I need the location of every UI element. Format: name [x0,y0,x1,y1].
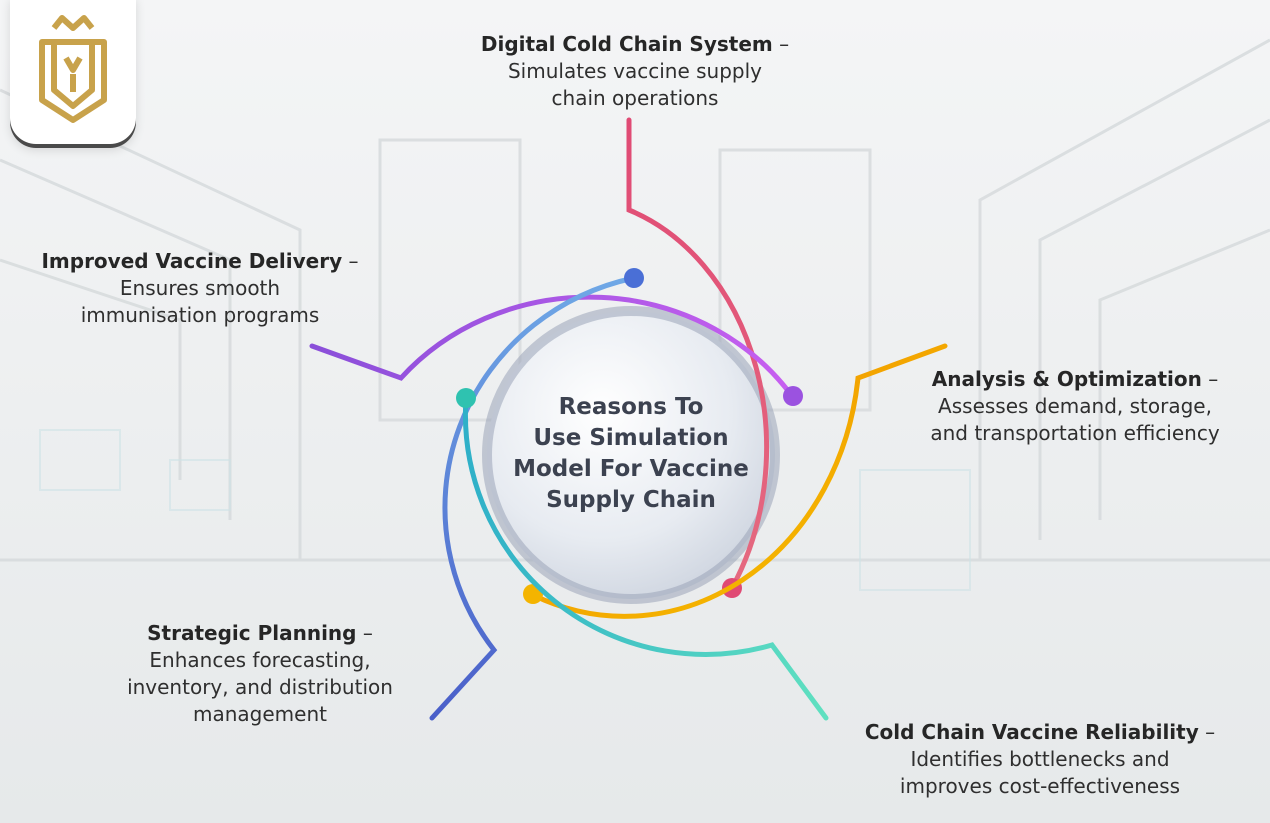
center-circle [482,306,780,604]
arc-strategic-planning [429,275,637,721]
label-cold-chain-reliability: Cold Chain Vaccine Reliability – Identif… [840,719,1240,800]
label-separator: – [779,32,790,56]
arc-cold-chain-reliability [462,395,829,721]
label-title: Strategic Planning [147,621,357,645]
center-title-line: Model For Vaccine [513,456,749,482]
node-cold-chain-reliability [456,388,476,408]
label-desc-line: chain operations [551,86,719,110]
arc-digital-cold-chain [626,117,770,591]
center-title-line: Use Simulation [533,425,729,451]
label-title: Cold Chain Vaccine Reliability [864,720,1199,744]
label-title: Analysis & Optimization [931,367,1202,391]
center-title-line: Reasons To [558,394,704,420]
label-desc-line: Identifies bottlenecks and [910,747,1170,771]
label-desc-line: immunisation programs [80,303,320,327]
label-desc-line: management [193,702,327,726]
label-title: Digital Cold Chain System [480,32,773,56]
label-desc-line: Assesses demand, storage, [938,394,1212,418]
arc-analysis-optimization [530,343,948,619]
crown-shield-logo-icon [39,15,107,123]
label-digital-cold-chain: Digital Cold Chain System – Simulates va… [440,31,830,112]
logo-badge [10,0,136,144]
label-separator: – [1208,367,1219,391]
label-desc-line: Enhances forecasting, [149,648,371,672]
label-desc-line: Ensures smooth [119,276,281,300]
arc-improved-delivery [309,294,795,399]
label-analysis-optimization: Analysis & Optimization – Assesses deman… [890,366,1260,447]
center-title: Reasons To Use Simulation Model For Vacc… [492,392,770,516]
label-strategic-planning: Strategic Planning – Enhances forecastin… [80,620,440,728]
label-desc-line: and transportation efficiency [930,421,1220,445]
node-improved-delivery [783,386,803,406]
label-desc-line: Simulates vaccine supply [507,59,762,83]
label-separator: – [348,249,359,273]
label-separator: – [1205,720,1216,744]
label-separator: – [362,621,373,645]
label-desc-line: improves cost-effectiveness [899,774,1181,798]
center-title-line: Supply Chain [546,487,716,513]
label-improved-delivery: Improved Vaccine Delivery – Ensures smoo… [10,248,390,329]
node-strategic-planning [624,268,644,288]
label-title: Improved Vaccine Delivery [41,249,343,273]
label-desc-line: inventory, and distribution [127,675,393,699]
